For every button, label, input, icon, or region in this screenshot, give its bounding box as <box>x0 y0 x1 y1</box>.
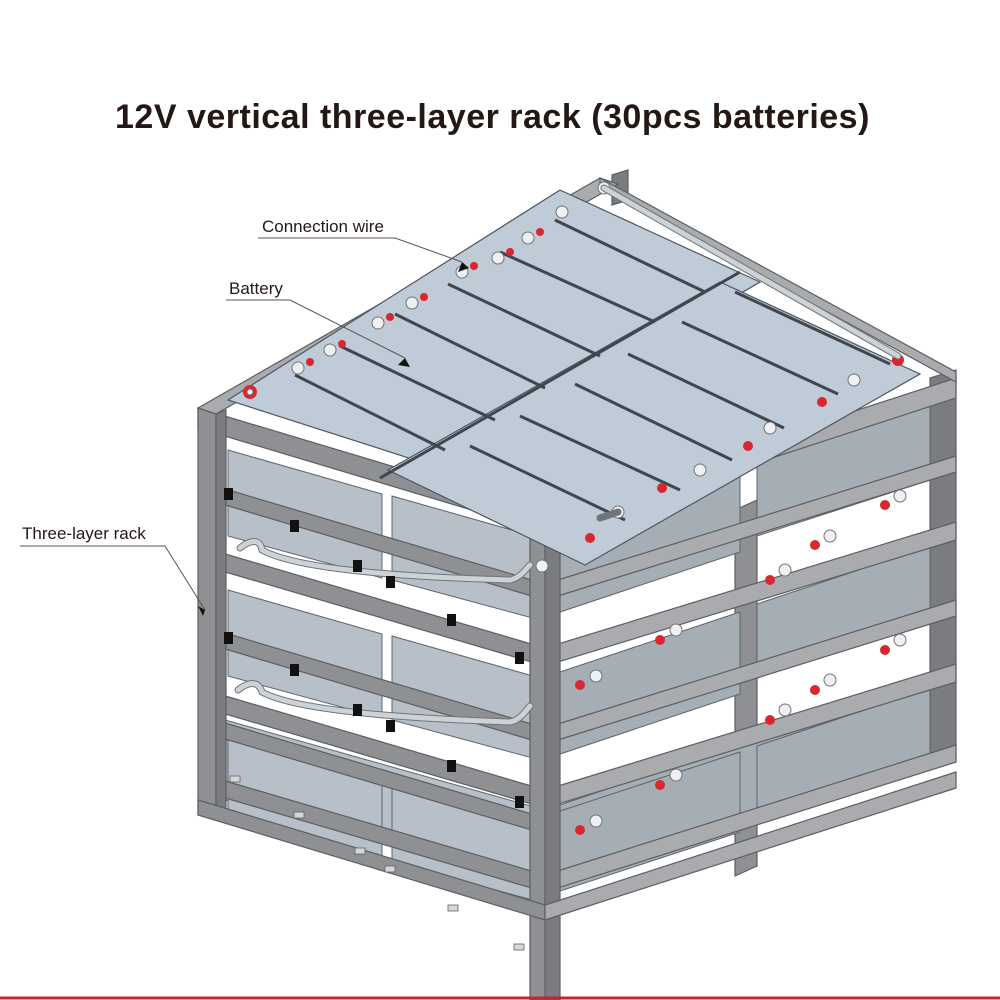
connection-wire-label: Connection wire <box>262 217 384 236</box>
rack-layer-middle <box>204 545 957 809</box>
diagram-title: 12V vertical three-layer rack (30pcs bat… <box>115 98 870 136</box>
connection-wires <box>234 538 534 726</box>
arrow-icon <box>398 358 410 367</box>
arrow-icon <box>198 606 205 616</box>
annotation-rack: Three-layer rack <box>20 524 206 616</box>
battery-top-grid <box>226 189 922 566</box>
rack-label: Three-layer rack <box>22 524 146 543</box>
arrow-icon <box>458 262 469 272</box>
top-terminals <box>243 181 904 573</box>
bolts <box>229 775 525 951</box>
rack-layer-upper <box>204 403 957 667</box>
annotation-connection-wire: Connection wire <box>258 217 469 272</box>
lower-terminals <box>575 489 907 835</box>
annotation-battery: Battery <box>226 279 410 367</box>
rack-clips <box>224 488 524 808</box>
battery-label: Battery <box>229 279 283 298</box>
